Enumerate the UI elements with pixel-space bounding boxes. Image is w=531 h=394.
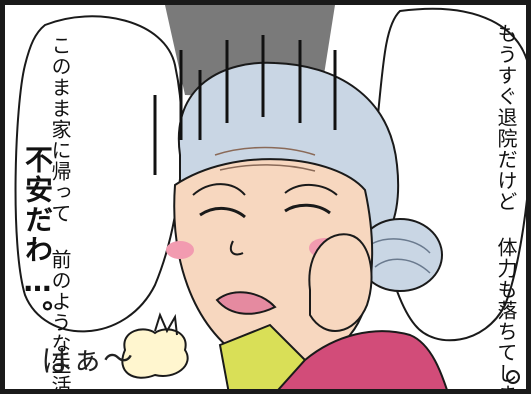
- eye-left: [199, 207, 246, 219]
- anxious-text: 不安だわ…。: [21, 145, 54, 330]
- gloom-lines: [153, 35, 337, 175]
- eye-right: [284, 203, 331, 215]
- cardigan: [277, 330, 448, 389]
- small-circle: [506, 370, 520, 384]
- cheek-left: [166, 241, 194, 259]
- mouth: [215, 291, 277, 315]
- panel-artwork: [14, 5, 526, 389]
- nose: [229, 240, 244, 256]
- speech-bubble-right-text: もうすぐ退院だけど 体力も落ちてしまったわ。: [494, 23, 518, 394]
- sigh-text: はぁ〜: [40, 341, 135, 380]
- sigh-puff: [121, 328, 189, 379]
- speech-bubble-left: [14, 15, 184, 333]
- hand: [308, 233, 373, 332]
